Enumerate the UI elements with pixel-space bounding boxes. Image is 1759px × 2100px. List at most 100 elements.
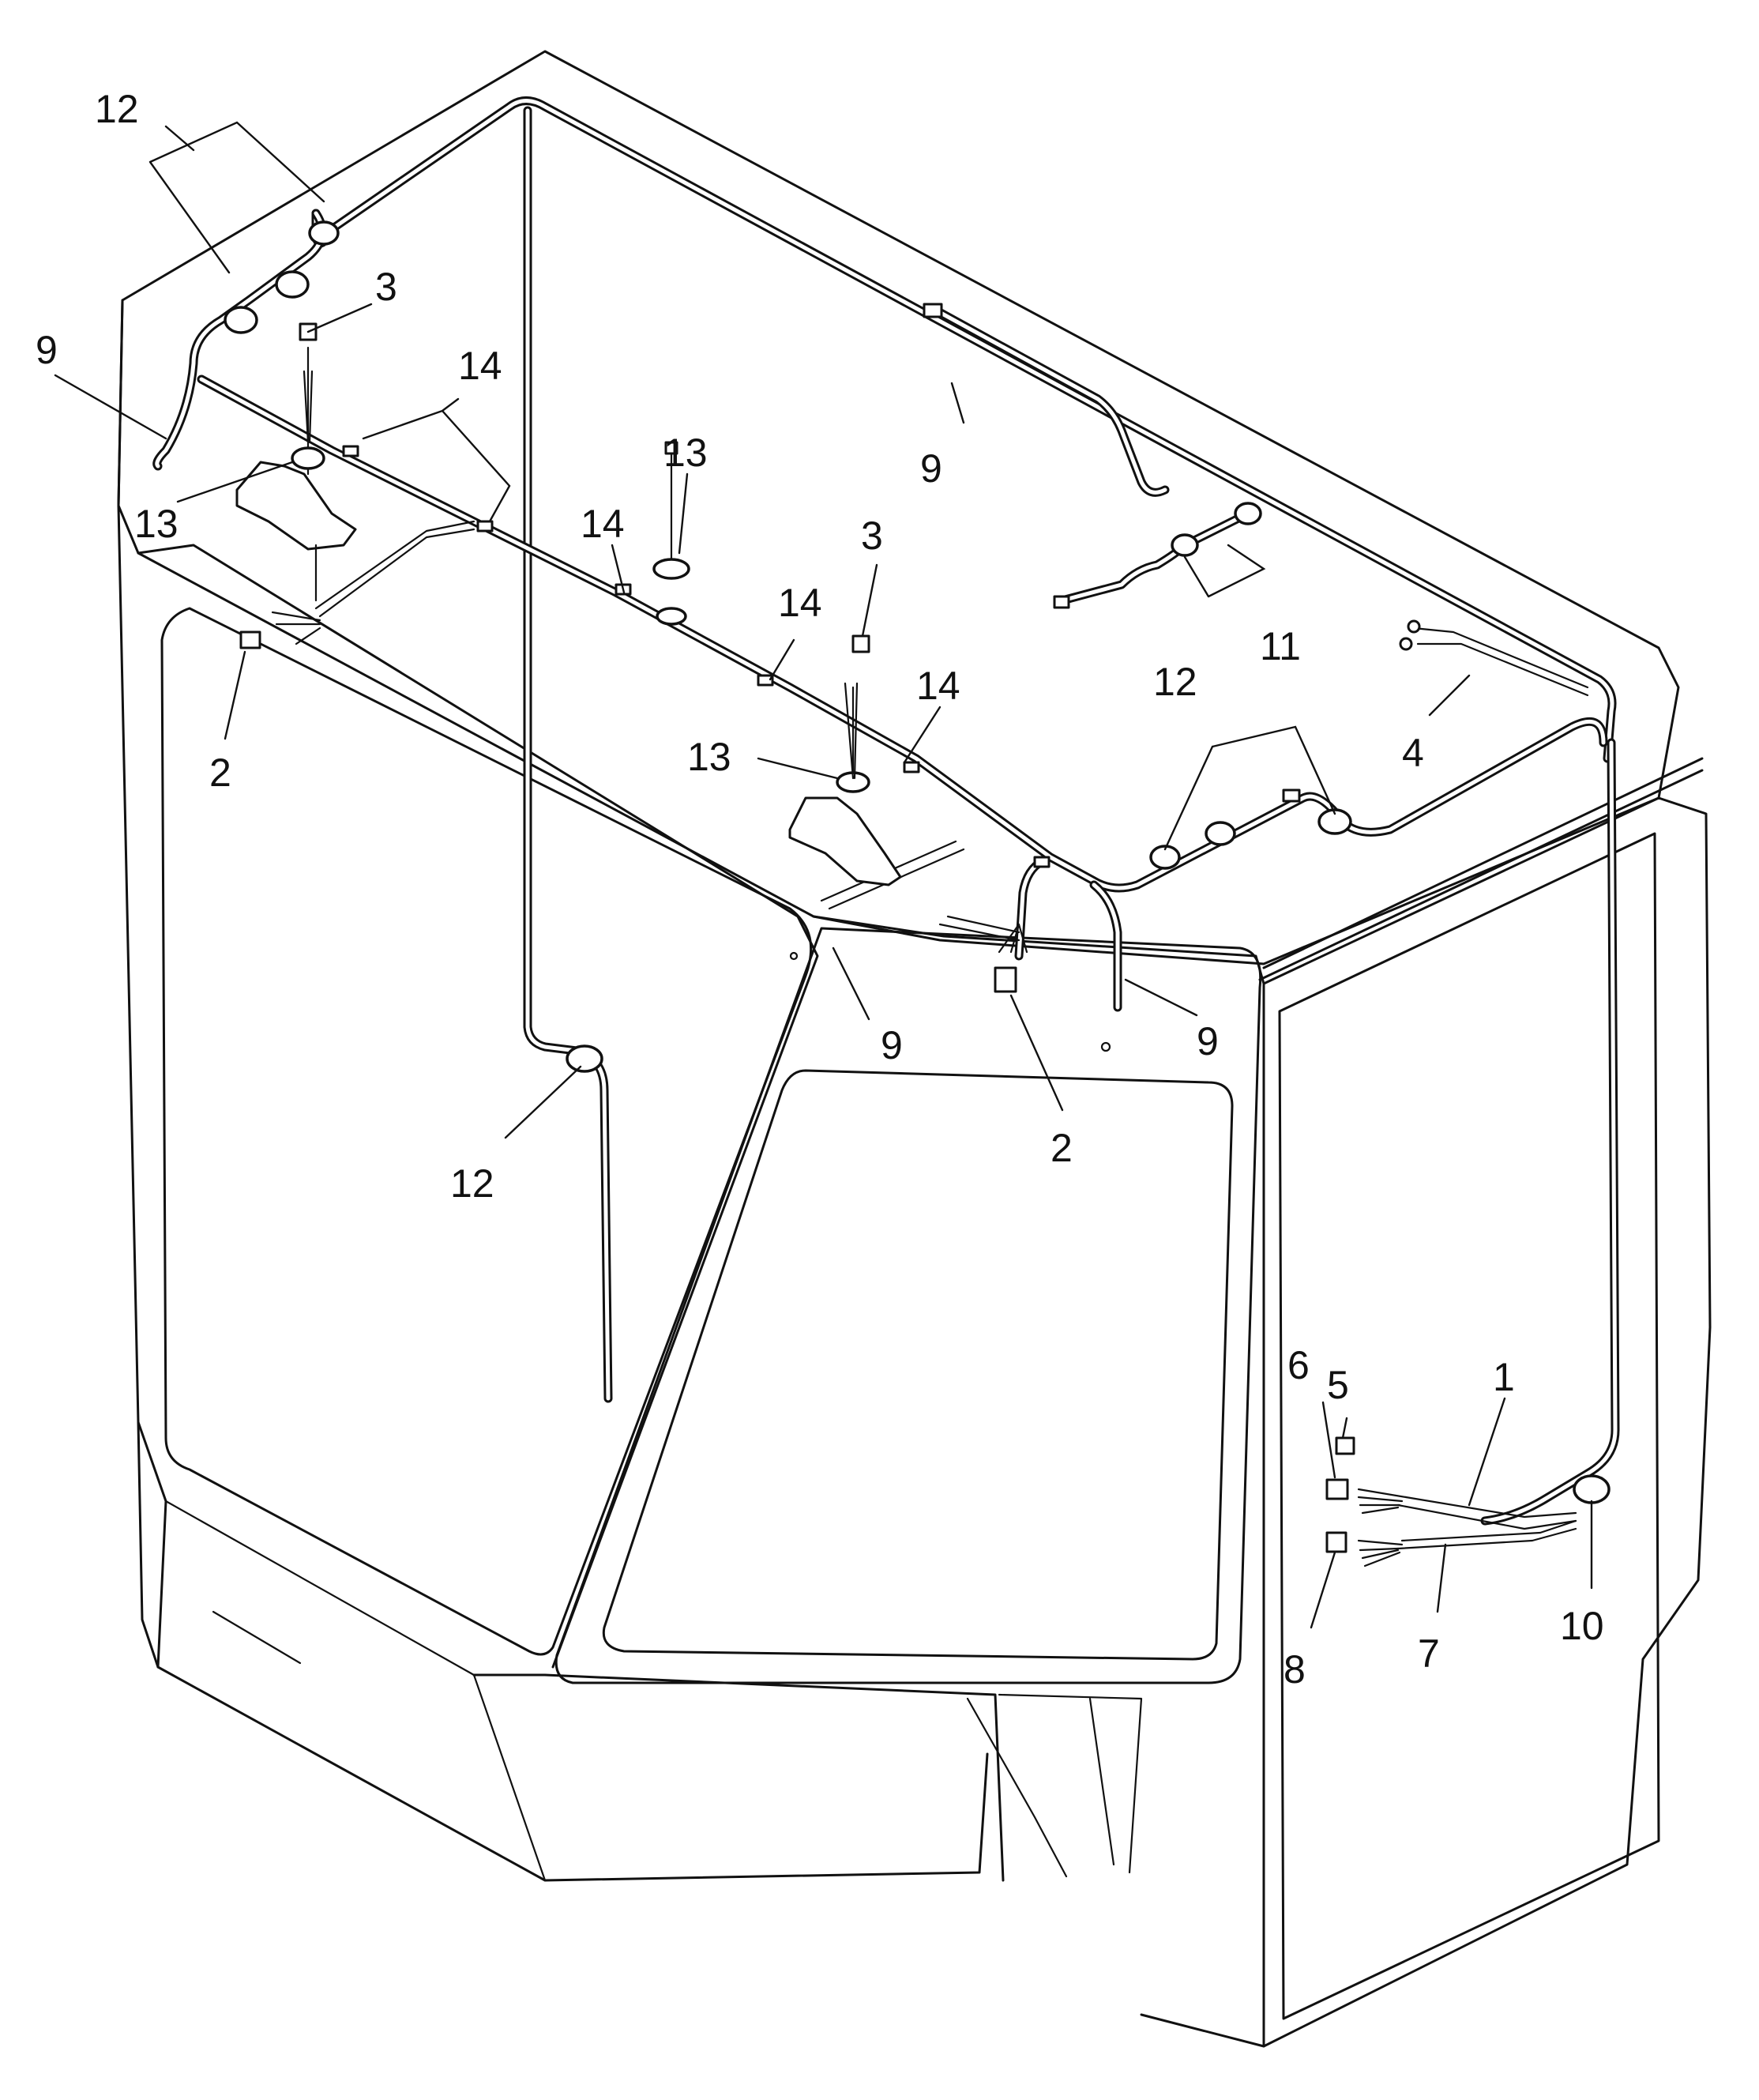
callout-10: 10 <box>1560 1604 1604 1648</box>
leader-2-left <box>224 650 246 740</box>
callout-9-left: 9 <box>36 328 58 372</box>
leader-13-center <box>757 757 839 780</box>
callout-14-left: 14 <box>458 344 502 388</box>
front-lower-inner <box>998 1693 1143 1874</box>
grommet <box>1317 808 1352 835</box>
roof-harness-back <box>311 96 1617 763</box>
clip <box>757 674 774 687</box>
grommet <box>275 270 310 299</box>
grommet <box>224 306 258 334</box>
leader-5 <box>1341 1417 1348 1440</box>
leader-13-mid <box>678 472 689 555</box>
left-side-window <box>160 607 813 1656</box>
callout-13-left: 13 <box>134 502 179 546</box>
cab-left-wall <box>117 299 989 1882</box>
leader-12-right <box>1163 725 1336 851</box>
callout-14-center: 14 <box>778 581 822 625</box>
front-windshield-frame <box>554 927 1262 1684</box>
leader-9-top <box>950 382 965 424</box>
callout-7: 7 <box>1418 1631 1440 1676</box>
connector-eleven-end <box>1053 595 1070 609</box>
cab-body <box>117 50 1712 2048</box>
callout-2-center: 2 <box>1051 1126 1073 1170</box>
callout-14-mid: 14 <box>581 502 625 546</box>
leader-8 <box>1310 1551 1336 1629</box>
connector-eight <box>1325 1531 1347 1553</box>
grommet <box>1205 821 1236 846</box>
grommet <box>1149 845 1181 870</box>
callouts: 12 9 3 14 13 2 13 14 3 14 14 13 9 11 4 1… <box>36 87 1604 1692</box>
connector-center-leads <box>998 923 1028 954</box>
leader-6 <box>1321 1401 1336 1479</box>
terminal-four-a <box>1407 619 1421 634</box>
callout-12-pillar: 12 <box>450 1161 494 1206</box>
callout-4: 4 <box>1402 731 1424 775</box>
components <box>235 303 1421 1567</box>
left-window-inner-frame <box>137 544 819 1669</box>
leader-7 <box>1436 1543 1447 1613</box>
grommet-ten <box>1573 1474 1611 1504</box>
harness-right-vertical <box>1480 738 1620 1526</box>
leader-14-left <box>362 397 511 523</box>
lamp-cap-center <box>664 441 678 455</box>
leader-14-center <box>769 638 795 681</box>
leader-12-top-left <box>148 121 325 274</box>
leader-11 <box>1183 544 1266 598</box>
callout-8: 8 <box>1284 1647 1306 1692</box>
callout-9-right: 9 <box>1197 1019 1219 1063</box>
right-side-window <box>1278 832 1660 2020</box>
left-lower-line <box>212 1610 302 1665</box>
leader-1 <box>1468 1397 1506 1507</box>
leader-3-mid <box>861 563 878 638</box>
lamp-grommet-center <box>652 558 690 580</box>
clip <box>476 520 494 533</box>
connector-left-two <box>239 630 261 649</box>
pillar-bolt <box>789 951 799 961</box>
callout-3-left: 3 <box>375 265 397 309</box>
harness-front-roof <box>197 374 1608 893</box>
clip <box>342 445 359 457</box>
callout-12-right: 12 <box>1153 660 1197 704</box>
connector-leads <box>303 370 314 444</box>
leader-13-left <box>176 461 294 503</box>
leader-2-center <box>1009 994 1064 1112</box>
leader-4 <box>1428 674 1471 717</box>
leader-14-mid <box>611 544 626 594</box>
harness-wires <box>152 96 1620 1550</box>
leader-9-right <box>1124 978 1198 1017</box>
connector-five <box>1335 1436 1355 1455</box>
callout-1: 1 <box>1493 1355 1515 1399</box>
callout-13-center: 13 <box>687 735 731 779</box>
connector-mid-three <box>851 634 870 653</box>
harness-left-pillar <box>523 106 613 1403</box>
connector-one-leads <box>1357 1488 1408 1515</box>
lamp-grommet-left <box>291 446 325 470</box>
roof-side-rail <box>1258 757 1704 981</box>
cab-roof-outline <box>117 50 1680 965</box>
grommet <box>308 220 340 246</box>
cab-right-wall <box>1140 796 1712 2048</box>
connector-six <box>1325 1478 1349 1500</box>
front-lower-panel <box>472 1673 1005 1882</box>
callout-3-mid: 3 <box>861 514 883 558</box>
grommet <box>566 1044 603 1073</box>
harness-seven <box>1396 1519 1577 1550</box>
roof-front-edge <box>812 915 1265 985</box>
connector-top <box>923 303 943 318</box>
lamp-bracket-left <box>235 461 357 551</box>
leader-14-right <box>903 706 942 764</box>
callout-5: 5 <box>1327 1363 1349 1407</box>
callout-14-right: 14 <box>916 664 960 708</box>
callout-11: 11 <box>1260 624 1301 668</box>
grommets <box>224 220 1611 1504</box>
callout-9-top: 9 <box>920 446 942 491</box>
leader-9-center <box>832 947 870 1021</box>
callout-13-mid: 13 <box>663 431 708 475</box>
branch-center-rail <box>938 915 1020 942</box>
terminal-four-b <box>1399 637 1413 651</box>
connector-left-leads <box>271 611 321 645</box>
front-lower-slant <box>966 1697 1115 1878</box>
harness-four <box>1412 627 1589 697</box>
clip <box>1282 788 1301 803</box>
